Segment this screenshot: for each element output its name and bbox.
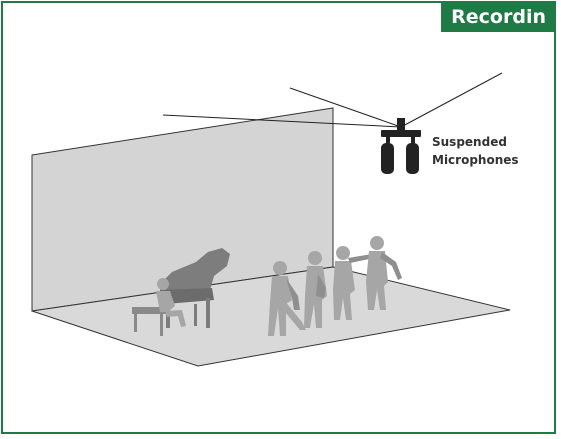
callout-line-1: Suspended (432, 133, 542, 151)
microphones-callout: Suspended Microphones (432, 133, 542, 169)
callout-line-2: Microphones (432, 151, 542, 169)
